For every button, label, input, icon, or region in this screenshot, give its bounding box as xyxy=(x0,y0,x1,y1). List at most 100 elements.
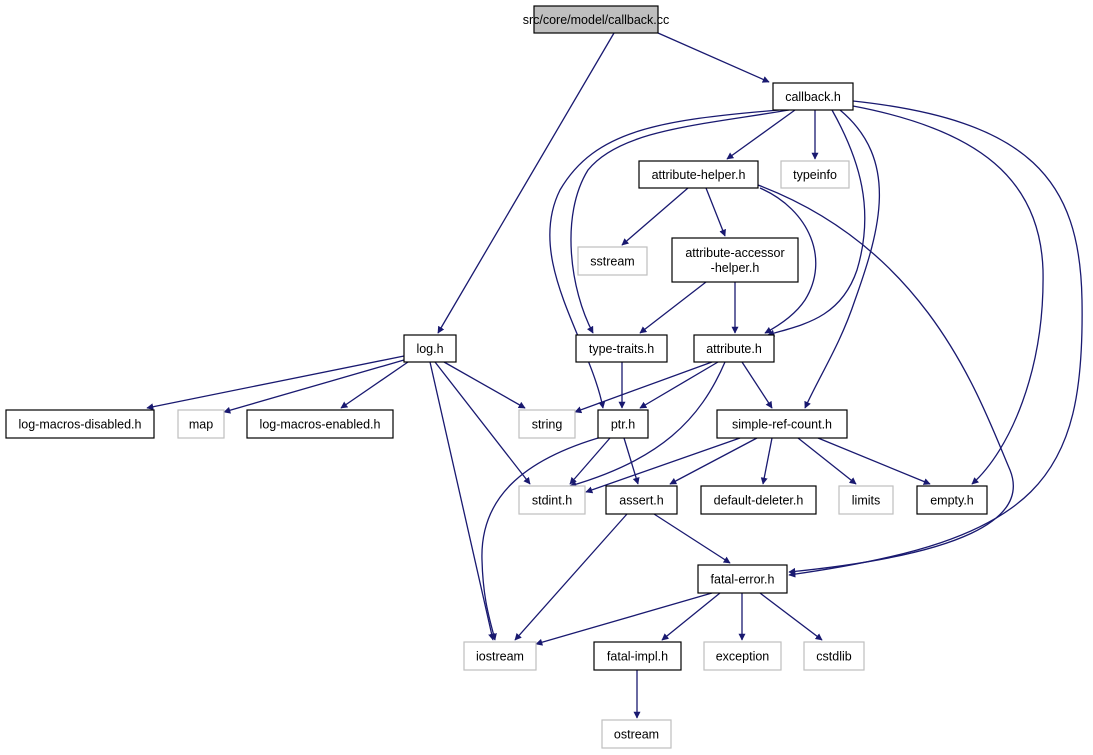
node-assert-h[interactable]: assert.h xyxy=(605,485,678,515)
node-default-deleter-h[interactable]: default-deleter.h xyxy=(700,485,817,515)
node-box xyxy=(772,82,854,111)
node-log-h[interactable]: log.h xyxy=(403,334,457,363)
node-label: attribute.h xyxy=(706,342,762,356)
node-box xyxy=(716,409,848,439)
node-box xyxy=(638,160,759,189)
node-label: log-macros-disabled.h xyxy=(19,418,142,432)
node-box xyxy=(518,409,576,439)
node-fatal-impl-h[interactable]: fatal-impl.h xyxy=(593,641,682,671)
node-label: stdint.h xyxy=(532,494,572,508)
edge-callback-h-to-simple-ref-count-h xyxy=(804,109,881,409)
node-log-macros-enabled-h[interactable]: log-macros-enabled.h xyxy=(246,409,394,439)
edge-fatal-error-h-to-iostream xyxy=(535,592,713,646)
node-label: empty.h xyxy=(930,494,974,508)
node-attribute-helper-h[interactable]: attribute-helper.h xyxy=(638,160,759,189)
node-ptr-h[interactable]: ptr.h xyxy=(597,409,649,439)
node-typeinfo: typeinfo xyxy=(780,160,850,189)
node-box xyxy=(518,485,586,515)
edge-attribute-helper-h-to-attribute-h xyxy=(759,187,817,334)
edge-callback-h-to-empty-h xyxy=(852,105,1044,485)
node-simple-ref-count-h[interactable]: simple-ref-count.h xyxy=(716,409,848,439)
edge-callback-h-to-attribute-helper-h xyxy=(726,109,796,160)
edge-simple-ref-count-h-to-default-deleter-h xyxy=(760,437,773,485)
node-label: type-traits.h xyxy=(589,342,654,356)
edge-ptr-h-to-iostream xyxy=(481,435,606,641)
node-box xyxy=(577,246,648,276)
node-label: sstream xyxy=(590,255,634,269)
node-label: simple-ref-count.h xyxy=(732,418,832,432)
node-label: string xyxy=(532,418,563,432)
node-callback-cc[interactable]: src/core/model/callback.cc xyxy=(523,5,670,34)
node-label: map xyxy=(189,418,213,432)
edge-fatal-error-h-to-cstdlib xyxy=(759,592,823,641)
node-box xyxy=(703,641,782,671)
node-cstdlib: cstdlib xyxy=(803,641,865,671)
node-box xyxy=(593,641,682,671)
node-log-macros-disabled-h[interactable]: log-macros-disabled.h xyxy=(5,409,155,439)
node-box xyxy=(916,485,988,515)
edge-attribute-h-to-simple-ref-count-h xyxy=(741,361,773,409)
node-box xyxy=(697,564,788,594)
node-box xyxy=(597,409,649,439)
node-box xyxy=(463,641,537,671)
edge-attribute-accessor-helper-h-to-type-traits-h xyxy=(639,281,707,334)
node-label: fatal-impl.h xyxy=(607,650,668,664)
node-label: exception xyxy=(716,650,770,664)
node-label: default-deleter.h xyxy=(714,494,804,508)
node-fatal-error-h[interactable]: fatal-error.h xyxy=(697,564,788,594)
node-stdint-h: stdint.h xyxy=(518,485,586,515)
node-type-traits-h[interactable]: type-traits.h xyxy=(575,334,668,363)
node-label: callback.h xyxy=(785,90,841,104)
edge-callback-h-to-fatal-error-h xyxy=(788,100,1083,578)
edge-simple-ref-count-h-to-assert-h xyxy=(669,437,758,485)
edge-simple-ref-count-h-to-stdint-h xyxy=(585,437,741,494)
node-label: assert.h xyxy=(619,494,664,508)
node-box xyxy=(5,409,155,439)
node-callback-h[interactable]: callback.h xyxy=(772,82,854,111)
node-label: limits xyxy=(852,494,880,508)
node-empty-h[interactable]: empty.h xyxy=(916,485,988,515)
node-box xyxy=(246,409,394,439)
node-attribute-h[interactable]: attribute.h xyxy=(693,334,775,363)
node-label: fatal-error.h xyxy=(711,573,775,587)
node-iostream: iostream xyxy=(463,641,537,671)
node-map: map xyxy=(177,409,225,439)
node-box xyxy=(780,160,850,189)
edge-simple-ref-count-h-to-limits xyxy=(797,437,857,485)
node-label: src/core/model/callback.cc xyxy=(523,13,670,27)
edge-attribute-helper-h-to-fatal-error-h xyxy=(757,184,1014,575)
node-box xyxy=(575,334,668,363)
node-label: attribute-helper.h xyxy=(652,168,746,182)
edge-attribute-h-to-ptr-h xyxy=(639,361,719,409)
edge-layer xyxy=(146,32,1083,719)
node-label: iostream xyxy=(476,650,524,664)
edge-log-h-to-string xyxy=(443,361,526,409)
edge-log-h-to-log-macros-enabled-h xyxy=(340,361,409,409)
node-box xyxy=(693,334,775,363)
edge-simple-ref-count-h-to-empty-h xyxy=(817,437,931,485)
node-label: log-macros-enabled.h xyxy=(260,418,381,432)
edge-attribute-h-to-stdint-h xyxy=(569,361,726,488)
node-box xyxy=(177,409,225,439)
node-box xyxy=(403,334,457,363)
edge-log-h-to-stdint-h xyxy=(434,361,531,485)
edge-fatal-error-h-to-fatal-impl-h xyxy=(661,592,721,641)
edge-attribute-helper-h-to-attribute-accessor-helper-h xyxy=(705,187,726,237)
edge-log-h-to-log-macros-disabled-h xyxy=(146,355,405,411)
node-box xyxy=(671,237,799,283)
node-attribute-accessor-helper-h[interactable]: attribute-accessor-helper.h xyxy=(671,237,799,283)
node-label: attribute-accessor xyxy=(685,246,784,260)
node-box xyxy=(700,485,817,515)
node-exception: exception xyxy=(703,641,782,671)
edge-callback-cc-to-callback-h xyxy=(657,32,770,83)
node-box xyxy=(605,485,678,515)
edge-attribute-h-to-string xyxy=(574,361,713,414)
node-limits: limits xyxy=(838,485,894,515)
node-ostream: ostream xyxy=(601,719,672,749)
node-box xyxy=(803,641,865,671)
edge-attribute-helper-h-to-sstream xyxy=(621,187,689,246)
edge-log-h-to-iostream xyxy=(429,361,496,641)
node-label: ostream xyxy=(614,728,659,742)
node-box xyxy=(533,5,659,34)
